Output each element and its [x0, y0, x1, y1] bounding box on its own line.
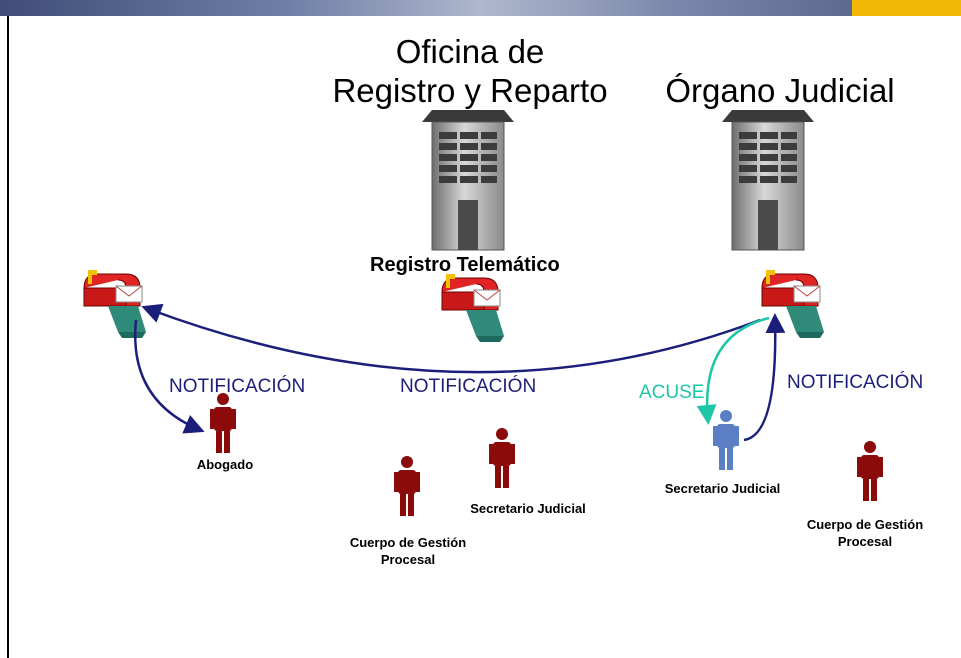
management-right-line1: Cuerpo de Gestión	[806, 517, 924, 532]
management-center-person-icon	[394, 456, 420, 516]
management-right-person-icon	[857, 441, 883, 501]
office-building-icon	[421, 109, 515, 251]
management-right-label: Cuerpo de Gestión Procesal	[790, 516, 940, 550]
court-mailbox-icon	[761, 269, 825, 339]
office-title-line1: Oficina de	[395, 33, 545, 70]
registry-label: Registro Telemático	[370, 254, 560, 276]
notification-label-right: NOTIFICACIÓN	[787, 372, 924, 393]
secretary-center-label: Secretario Judicial	[470, 501, 586, 516]
secretary-center-person-icon	[489, 428, 515, 488]
notification-label-left: NOTIFICACIÓN	[169, 376, 306, 397]
court-to-lawyer-arrow	[141, 303, 761, 374]
ack-arrow	[696, 316, 770, 425]
management-center-line1: Cuerpo de Gestión	[349, 535, 467, 550]
management-center-line2: Procesal	[380, 552, 436, 567]
secretary-right-person-icon	[713, 410, 739, 470]
header-bar	[0, 0, 961, 16]
management-center-label: Cuerpo de Gestión Procesal	[333, 534, 483, 568]
court-building-icon	[721, 109, 815, 251]
lawyer-person-icon	[210, 393, 236, 453]
logo	[852, 0, 961, 16]
ack-label: ACUSE	[639, 382, 705, 403]
lawyer-label: Abogado	[196, 457, 254, 472]
notification-label-center: NOTIFICACIÓN	[400, 376, 537, 397]
court-title: Órgano Judicial	[665, 72, 895, 109]
lawyer-mailbox-icon	[83, 269, 147, 339]
mailbox-to-lawyer-arrow	[133, 319, 205, 434]
registry-mailbox-icon	[441, 273, 505, 343]
left-border	[7, 16, 9, 658]
secretary-to-mailbox-arrow	[743, 313, 786, 442]
office-title-line2: Registro y Reparto	[332, 72, 608, 109]
management-right-line2: Procesal	[837, 534, 893, 549]
secretary-right-label: Secretario Judicial	[664, 481, 781, 496]
